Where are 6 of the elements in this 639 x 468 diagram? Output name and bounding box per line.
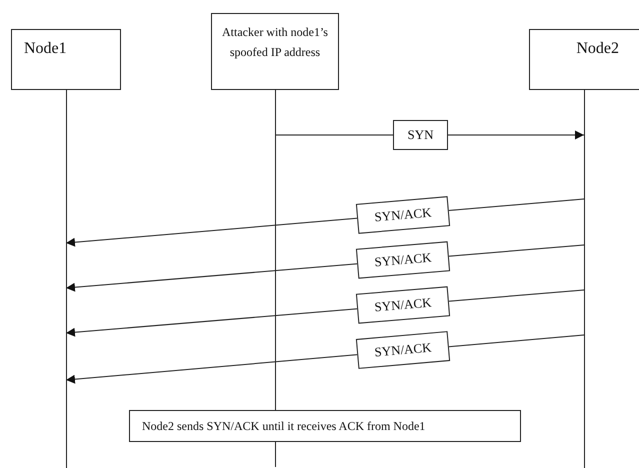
- message-label: SYN/ACK: [356, 331, 450, 369]
- message-label: SYN/ACK: [356, 241, 450, 279]
- message-label: SYN/ACK: [356, 196, 450, 234]
- message-label: SYN: [393, 120, 448, 150]
- message-label: SYN/ACK: [356, 286, 450, 324]
- note-box: Node2 sends SYN/ACK until it receives ACK from Node1: [129, 410, 521, 442]
